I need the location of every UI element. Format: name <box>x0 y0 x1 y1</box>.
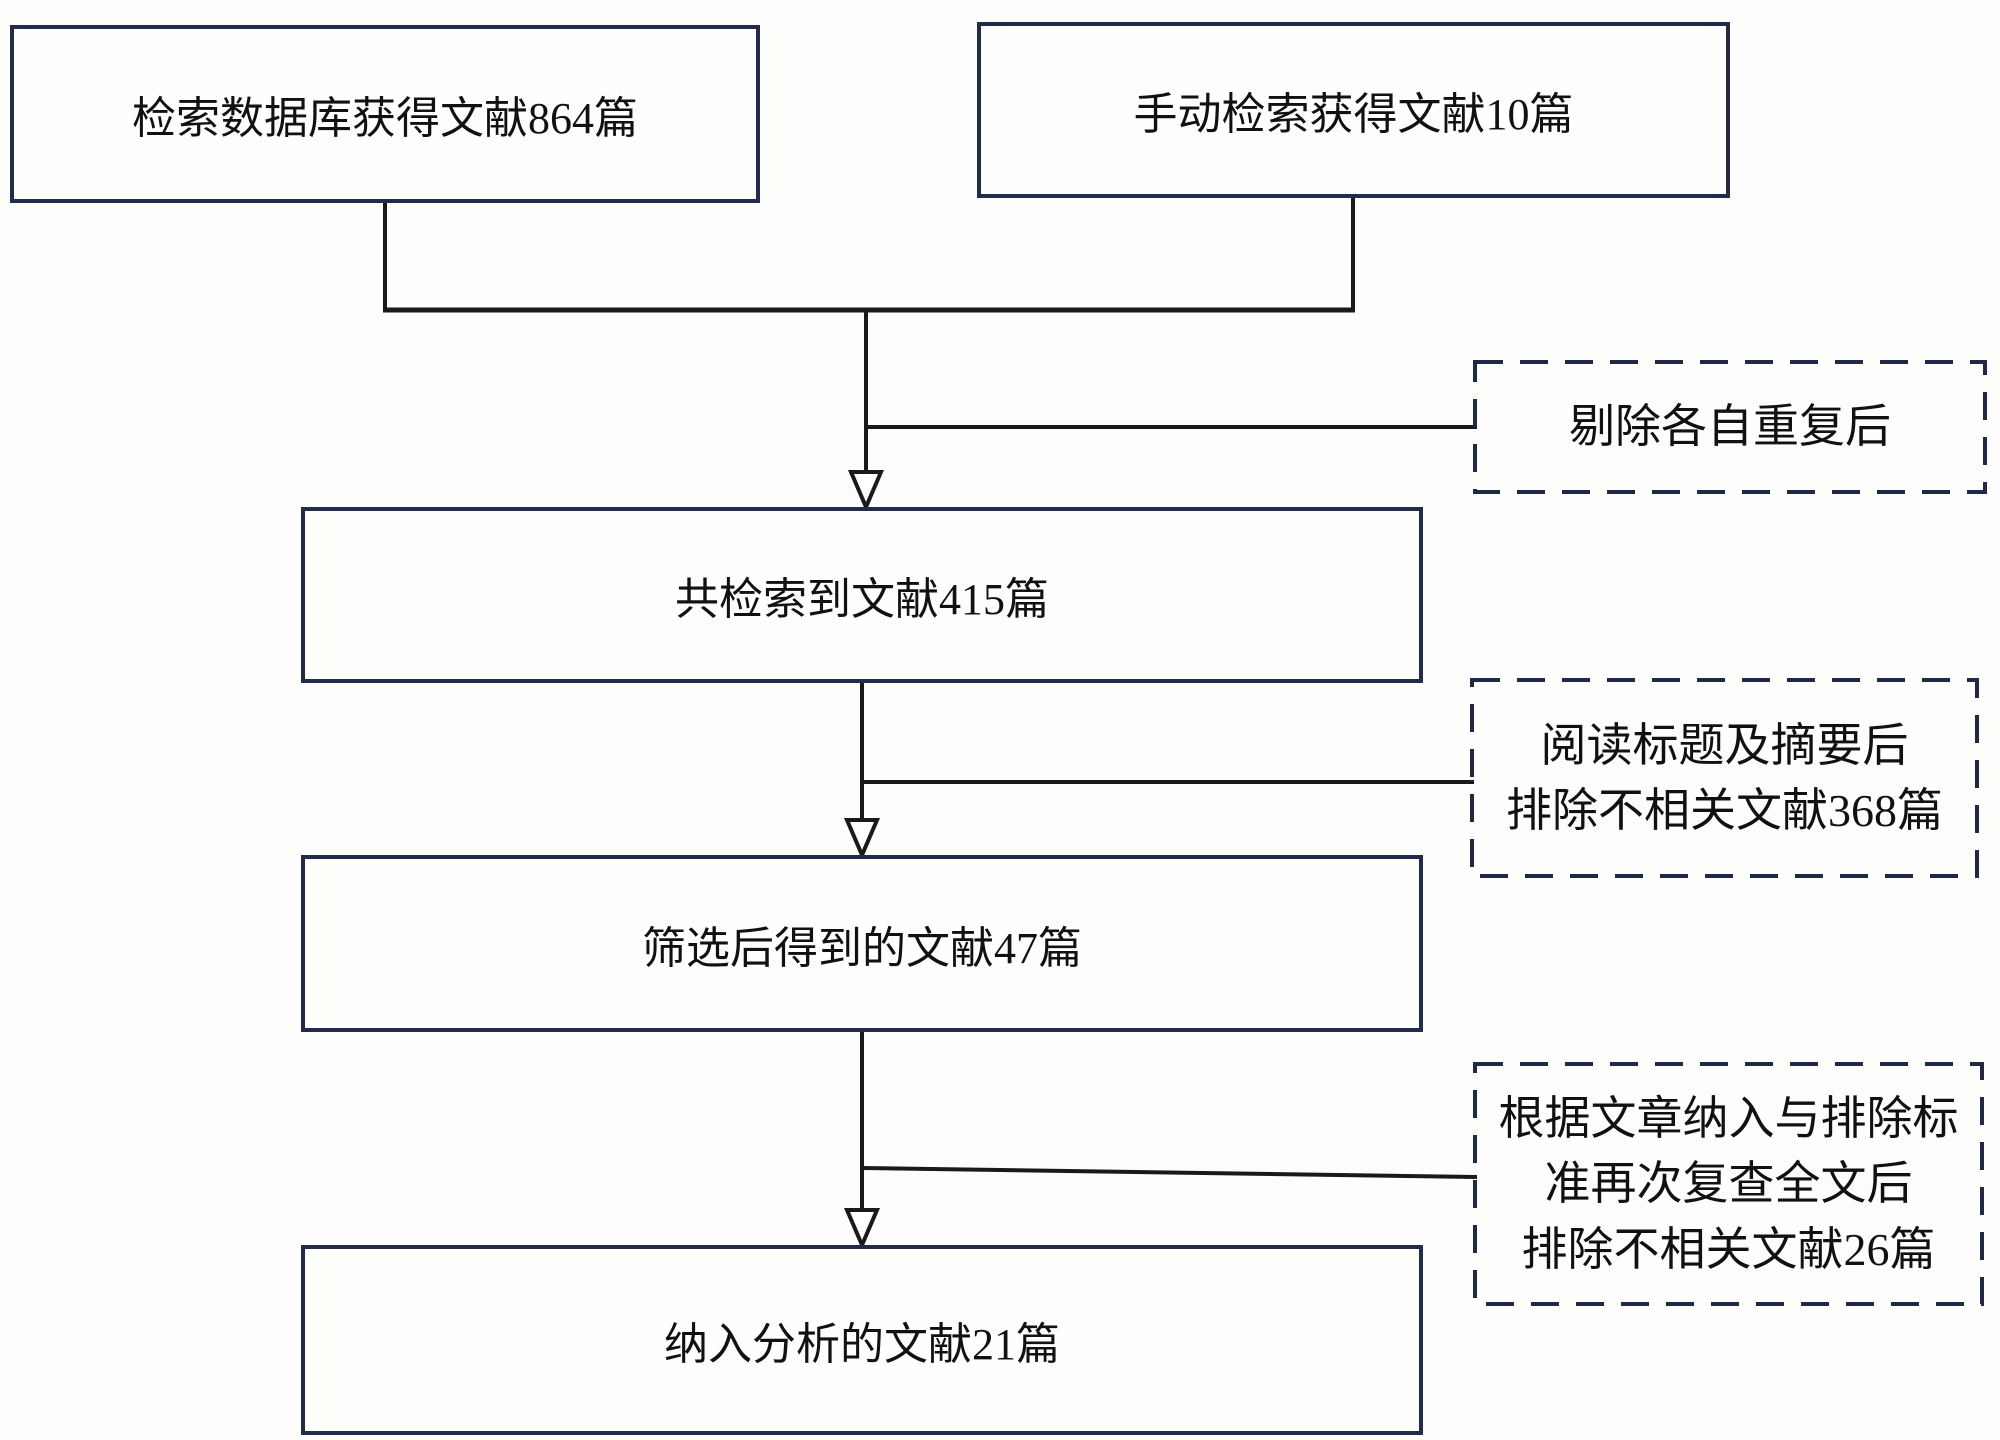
box-manual-search: 手动检索获得文献10篇 <box>977 22 1730 198</box>
exclusion-title-abstract: 阅读标题及摘要后 排除不相关文献368篇 <box>1472 680 1977 876</box>
arrow-down-icon <box>843 1208 881 1251</box>
dashed-box-dedup <box>1473 360 1987 494</box>
dashed-box-fulltext <box>1473 1062 1984 1306</box>
box-database-search: 检索数据库获得文献864篇 <box>10 25 760 203</box>
exclusion-fulltext: 根据文章纳入与排除标 准再次复查全文后 排除不相关文献26篇 <box>1475 1064 1982 1304</box>
exclusion-title-abstract-label: 阅读标题及摘要后 排除不相关文献368篇 <box>1506 719 1943 836</box>
arrow-down-icon <box>843 818 881 861</box>
box-included-analysis: 纳入分析的文献21篇 <box>301 1245 1423 1435</box>
dashed-box-title-abstract <box>1470 678 1979 878</box>
arrow-down-icon <box>847 470 885 513</box>
box-after-screening: 筛选后得到的文献47篇 <box>301 855 1423 1032</box>
connector-branch-fulltext <box>861 1166 1478 1179</box>
box-manual-search-label: 手动检索获得文献10篇 <box>1133 90 1574 139</box>
exclusion-dedup: 剔除各自重复后 <box>1475 362 1985 492</box>
box-database-search-label: 检索数据库获得文献864篇 <box>132 94 638 143</box>
exclusion-dedup-label: 剔除各自重复后 <box>1569 401 1891 453</box>
box-after-screening-label: 筛选后得到的文献47篇 <box>642 923 1082 973</box>
box-total-retrieved: 共检索到文献415篇 <box>301 507 1423 683</box>
box-total-retrieved-label: 共检索到文献415篇 <box>675 575 1049 624</box>
box-included-analysis-label: 纳入分析的文献21篇 <box>664 1320 1060 1369</box>
exclusion-fulltext-label: 根据文章纳入与排除标 准再次复查全文后 排除不相关文献26篇 <box>1498 1093 1959 1275</box>
